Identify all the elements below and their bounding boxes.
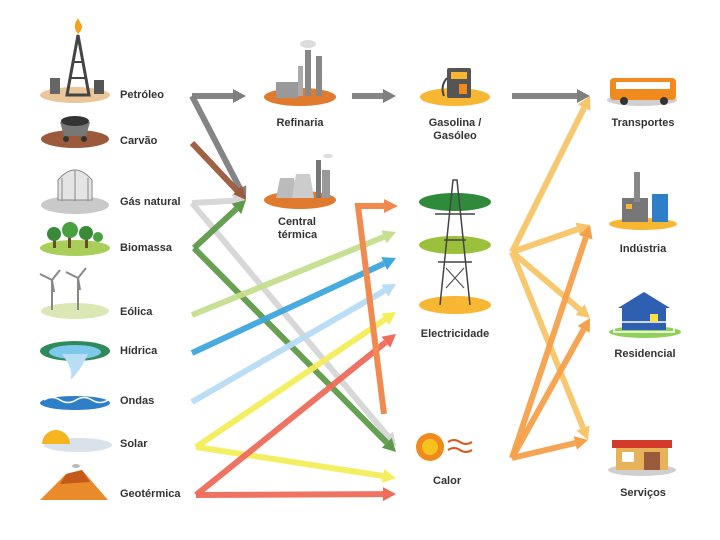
flow-arrow-ondas-electricidade bbox=[190, 284, 396, 405]
use-label-residencial: Residencial bbox=[614, 348, 676, 360]
source-label-ondas: Ondas bbox=[120, 395, 155, 407]
use-label-servicos: Serviços bbox=[620, 487, 666, 499]
flow-arrow-calor-servicos bbox=[511, 436, 588, 461]
volcano-icon bbox=[40, 464, 108, 500]
flow-arrow-eolica-electricidade bbox=[190, 230, 396, 318]
source-label-carvao: Carvão bbox=[120, 135, 158, 147]
wind-turbines-icon bbox=[39, 267, 109, 319]
source-label-petroleo: Petróleo bbox=[120, 89, 165, 101]
flow-arrow-electricidade-residencial bbox=[510, 249, 590, 318]
flow-arrow-geotermica-calor bbox=[195, 487, 396, 502]
flow-arrow-petroleo-refinaria bbox=[192, 89, 246, 103]
source-label-biomassa: Biomassa bbox=[120, 242, 172, 254]
refinery-icon bbox=[264, 40, 336, 106]
sun-icon bbox=[42, 430, 112, 452]
flow-arrow-hidrica-electricidade bbox=[190, 257, 396, 356]
use-label-transportes: Transportes bbox=[611, 117, 675, 129]
carrier-label-gasolina: Gasolina / Gasóleo bbox=[428, 117, 482, 142]
flow-arrow-electricidade-industria bbox=[511, 222, 590, 255]
factory-icon bbox=[609, 172, 677, 230]
oil-derrick-icon bbox=[40, 18, 110, 103]
source-label-eolica: Eólica bbox=[120, 306, 153, 318]
flow-arrow-central-electricidade bbox=[354, 199, 398, 415]
pylon-icon bbox=[419, 179, 491, 314]
flow-arrow-electricidade-servicos bbox=[509, 250, 590, 440]
power-plant-icon bbox=[264, 154, 336, 209]
flow-arrow-gasolina-transportes bbox=[512, 89, 590, 103]
flow-arrow-biomassa-central bbox=[191, 200, 246, 251]
source-label-solar: Solar bbox=[120, 438, 148, 450]
house-icon bbox=[609, 292, 681, 338]
source-label-gas: Gás natural bbox=[120, 196, 181, 208]
flow-arrow-calor-industria bbox=[509, 225, 593, 459]
source-label-geotermica: Geotérmica bbox=[120, 488, 181, 500]
heat-icon bbox=[416, 433, 473, 461]
carrier-label-calor: Calor bbox=[433, 475, 462, 487]
trees-icon bbox=[40, 222, 110, 256]
gas-tank-icon bbox=[41, 169, 109, 214]
use-label-industria: Indústria bbox=[619, 243, 667, 255]
flow-arrow-calor-residencial bbox=[509, 318, 590, 460]
flow-arrow-geotermica-electricidade bbox=[194, 334, 396, 498]
coal-cart-icon bbox=[41, 116, 109, 148]
conversion-label-refinaria: Refinaria bbox=[276, 117, 324, 129]
flow-arrow-solar-electricidade bbox=[194, 312, 396, 450]
flow-arrow-electricidade-transportes bbox=[509, 96, 591, 254]
flow-arrow-solar-calor bbox=[195, 444, 396, 483]
fuel-pump-icon bbox=[420, 68, 490, 106]
conversion-label-central: Central térmica bbox=[278, 216, 318, 241]
carrier-label-electricidade: Electricidade bbox=[420, 328, 490, 340]
bus-icon bbox=[607, 78, 677, 106]
water-vortex-icon bbox=[40, 341, 110, 380]
shop-icon bbox=[608, 440, 676, 476]
flow-arrow-refinaria-gasolina bbox=[352, 89, 396, 103]
source-label-hidrica: Hídrica bbox=[120, 345, 158, 357]
waves-icon bbox=[40, 396, 110, 410]
